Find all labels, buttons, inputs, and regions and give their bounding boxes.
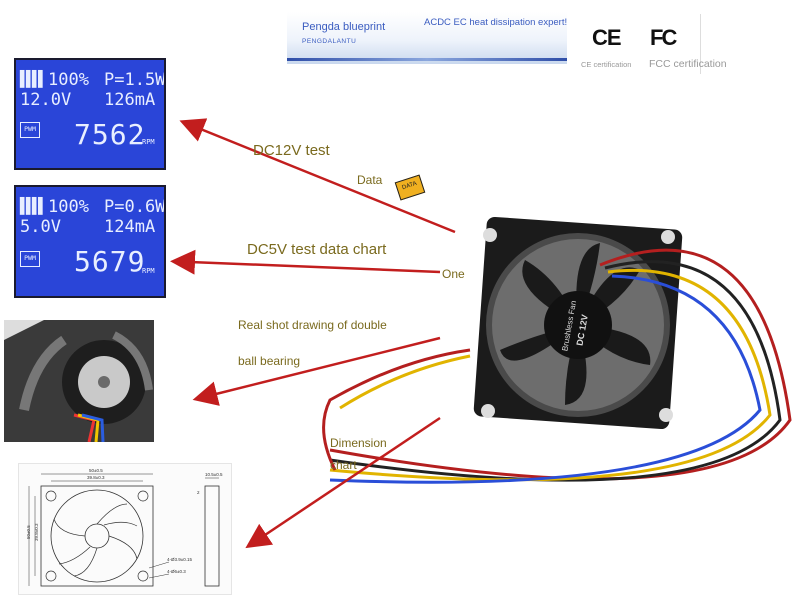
arrow-dc12v: [179, 118, 456, 234]
dim-side-label: 10.5±0.5: [205, 472, 223, 477]
data-label: Data: [357, 173, 383, 187]
signal-bars-icon: ▌▌▌▌: [20, 197, 47, 215]
bearing-label-line2: ball bearing: [238, 354, 301, 368]
dim-hole2-label: 4-Ø6±0.3: [167, 569, 186, 574]
brand-slogan: ACDC EC heat dissipation expert!: [424, 17, 568, 28]
dimension-drawing: 50±0.5 39.8±0.3 50±0.5 39.8±0.3 10.5±0.5…: [18, 463, 232, 595]
double-ball-bearing-photo: [4, 320, 154, 442]
certification-box: [580, 14, 701, 74]
bearing-label-line1: Real shot drawing of double: [238, 318, 387, 332]
ce-logo-icon: CE: [592, 25, 622, 50]
lcd-12v-test-panel: ▌▌▌▌ 100% P=1.5W 12.0V 126mA PWM 7562 RP…: [14, 58, 166, 170]
dc5v-test-label: DC5V test data chart: [247, 241, 387, 258]
fcc-logo-icon: FC: [650, 25, 677, 50]
fcc-certification-label: FCC certification: [649, 58, 727, 70]
arrow-dimension: [245, 416, 441, 549]
one-label: One: [442, 267, 465, 281]
dim-top-label: 50±0.5: [89, 468, 103, 473]
dim-hole1-label: 4-Ø3.9±0.15: [167, 557, 192, 562]
dimension-label-line2: chart: [330, 458, 357, 472]
brand-subtitle: PENGDALANTU: [302, 38, 357, 45]
lcd-voltage: 12.0V: [20, 90, 72, 110]
lcd-current: 124mA: [104, 217, 156, 237]
dim-left-inner-label: 39.8±0.3: [34, 523, 39, 541]
blue-wire: [329, 274, 762, 484]
dc12v-test-label: DC12V test: [253, 142, 330, 159]
lcd-power: P=0.6W: [104, 197, 166, 217]
lcd-duty: 100%: [48, 70, 89, 90]
red-wire: [329, 248, 792, 481]
brand-banner: [287, 12, 567, 64]
dim-left-label: 50±0.5: [26, 525, 31, 539]
lcd-duty: 100%: [48, 197, 89, 217]
dim-inner-label: 39.8±0.3: [87, 475, 105, 480]
lcd-5v-test-panel: ▌▌▌▌ 100% P=0.6W 5.0V 124mA PWM 5679 RPM: [14, 185, 166, 298]
bearing-illustration: [4, 320, 154, 442]
dimension-drawing-svg: 50±0.5 39.8±0.3 50±0.5 39.8±0.3 10.5±0.5…: [26, 468, 223, 587]
lcd-voltage: 5.0V: [20, 217, 61, 237]
lcd-rpm: 5679: [74, 245, 146, 278]
lcd-power: P=1.5W: [104, 70, 166, 90]
brand-name: Pengda blueprint: [302, 21, 386, 33]
lcd-rpm-unit: RPM: [142, 138, 155, 146]
lcd-pwm-badge: PWM: [20, 122, 40, 138]
dimension-label-line1: Dimension: [330, 436, 387, 450]
yellow-wire-left: [339, 354, 471, 410]
arrow-bearing: [192, 336, 441, 406]
lcd-rpm: 7562: [74, 118, 146, 151]
dim-side-mark: 2: [197, 490, 200, 495]
signal-bars-icon: ▌▌▌▌: [20, 70, 47, 88]
lcd-current: 126mA: [104, 90, 156, 110]
ce-certification-label: CE certification: [581, 60, 632, 69]
banner-underline: [287, 58, 567, 61]
arrow-dc5v: [170, 249, 441, 275]
lcd-pwm-badge: PWM: [20, 251, 40, 267]
red-wire-left: [322, 348, 471, 471]
lcd-rpm-unit: RPM: [142, 267, 155, 275]
